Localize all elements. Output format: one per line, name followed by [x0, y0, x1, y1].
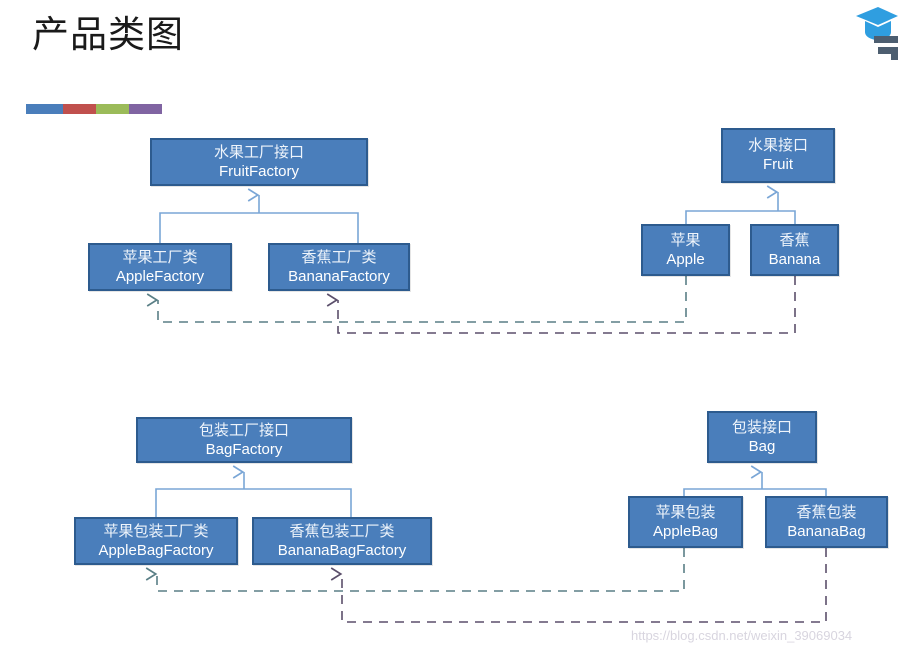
class-box-en-label: BananaFactory	[288, 267, 390, 285]
class-box-cn-label: 包装工厂接口	[198, 420, 289, 439]
class-box-en-label: Fruit	[763, 156, 793, 173]
dependency-edge-apple-bag	[145, 548, 685, 592]
class-box-cn-label: 香蕉包装工厂类	[289, 521, 395, 540]
class-box-bag[interactable]: 包装接口 Bag	[707, 411, 817, 463]
class-box-en-label: Apple	[666, 250, 705, 268]
class-box-apple[interactable]: 苹果 Apple	[641, 224, 730, 276]
csdn-logo-icon	[856, 7, 898, 60]
class-box-banana-bag-factory[interactable]: 香蕉包装工厂类 BananaBagFactory	[252, 517, 432, 565]
watermark-text: https://blog.csdn.net/weixin_39069034	[631, 628, 853, 643]
class-box-bag-factory[interactable]: 包装工厂接口 BagFactory	[136, 417, 352, 463]
class-box-en-label: Banana	[768, 250, 821, 268]
class-box-banana[interactable]: 香蕉 Banana	[750, 224, 839, 276]
class-box-en-label: BananaBag	[787, 522, 866, 540]
accent-segment-3	[96, 104, 129, 114]
dependency-edge-apple	[146, 276, 687, 323]
class-box-apple-factory[interactable]: 苹果工厂类 AppleFactory	[88, 243, 232, 291]
class-box-cn-label: 苹果工厂类	[122, 247, 198, 266]
class-box-en-label: FruitFactory	[218, 162, 299, 180]
dependency-edge-banana	[326, 276, 796, 334]
class-box-en-label: BagFactory	[205, 440, 283, 458]
class-box-cn-label: 香蕉包装	[796, 502, 857, 521]
class-box-cn-label: 包装接口	[731, 417, 792, 436]
class-box-en-label: BananaBagFactory	[277, 541, 407, 559]
class-box-en-label: AppleBagFactory	[98, 541, 214, 559]
generalization-edges	[155, 185, 827, 517]
accent-segment-4	[129, 104, 162, 114]
class-box-banana-bag[interactable]: 香蕉包装 BananaBag	[765, 496, 888, 548]
class-box-en-label: Bag	[748, 437, 776, 455]
class-box-cn-label: 苹果包装	[655, 502, 716, 521]
class-box-cn-label: 香蕉	[779, 230, 810, 249]
class-box-banana-factory[interactable]: 香蕉工厂类 BananaFactory	[268, 243, 410, 291]
class-box-fruit-factory[interactable]: 水果工厂接口 FruitFactory	[150, 138, 368, 186]
class-box-apple-bag[interactable]: 苹果包装 AppleBag	[628, 496, 743, 548]
class-box-apple-bag-factory[interactable]: 苹果包装工厂类 AppleBagFactory	[74, 517, 238, 565]
class-box-cn-label: 香蕉工厂类	[301, 247, 377, 266]
class-box-en-label: AppleBag	[652, 522, 719, 540]
class-box-cn-label: 水果接口	[747, 136, 808, 155]
class-box-fruit[interactable]: 水果接口 Fruit	[721, 128, 835, 183]
dependency-edge-banana-bag	[330, 548, 827, 623]
accent-segment-2	[63, 104, 96, 114]
class-box-en-label: AppleFactory	[115, 267, 205, 285]
accent-segment-1	[26, 104, 63, 114]
class-box-cn-label: 苹果包装工厂类	[103, 521, 209, 540]
class-box-cn-label: 水果工厂接口	[213, 142, 304, 161]
page-title: 产品类图	[32, 13, 184, 56]
class-box-cn-label: 苹果	[670, 230, 701, 249]
accent-color-bar	[26, 104, 162, 114]
